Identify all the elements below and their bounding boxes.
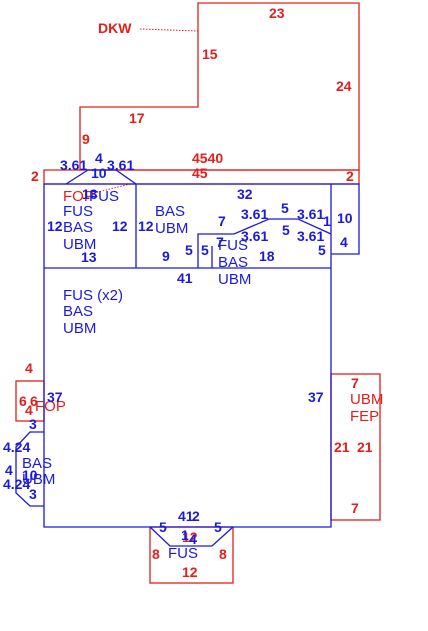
dim-12-b: 12 bbox=[138, 218, 154, 234]
ubm-label-east: UBM bbox=[350, 391, 383, 408]
dkw-leader bbox=[139, 28, 199, 32]
dim-left-2: 2 bbox=[31, 168, 39, 184]
dim-5-s2: 5 bbox=[214, 519, 222, 535]
dim-4-24-a: 4.24 bbox=[3, 439, 30, 455]
dkw-label: DKW bbox=[98, 20, 132, 36]
dim-5-d1: 5 bbox=[185, 242, 193, 258]
fep-label-east: FEP bbox=[350, 408, 379, 425]
dim-45: 45 bbox=[192, 165, 208, 181]
ubm-label-main: UBM bbox=[63, 320, 96, 337]
dim-south-12-bottom: 12 bbox=[182, 564, 198, 580]
dim-4-c: 4 bbox=[340, 234, 348, 250]
dim-9: 9 bbox=[162, 248, 170, 264]
dim-3-61-d: 3.61 bbox=[297, 206, 324, 222]
dim-7-c: 7 bbox=[218, 213, 226, 229]
dim-1-c: 1 bbox=[323, 213, 331, 229]
ubm-label-west: UBM bbox=[22, 471, 55, 488]
ubm-label-c: UBM bbox=[218, 271, 251, 288]
dim-right-24: 24 bbox=[336, 78, 352, 94]
dim-ledge-17: 17 bbox=[129, 110, 145, 126]
ubm-label-a: UBM bbox=[63, 236, 96, 253]
dim-5-c2: 5 bbox=[282, 222, 290, 238]
dim-10-c: 10 bbox=[337, 210, 353, 226]
bas-label-b: BAS bbox=[155, 203, 185, 220]
dim-5-d2: 5 bbox=[201, 242, 209, 258]
dim-west-4: 4 bbox=[25, 360, 33, 376]
dim-37-right: 37 bbox=[308, 389, 324, 405]
dim-left-15: 15 bbox=[202, 46, 218, 62]
dim-2-bottom: 2 bbox=[192, 508, 200, 524]
dim-4-w: 4 bbox=[5, 462, 13, 478]
fus-label-c: FUS bbox=[218, 237, 248, 254]
dim-3-61-a: 3.61 bbox=[60, 157, 87, 173]
dim-right-2: 2 bbox=[346, 168, 354, 184]
dim-4-s: 4 bbox=[189, 531, 197, 547]
bas-label-west: BAS bbox=[22, 455, 52, 472]
bas-label-c: BAS bbox=[218, 254, 248, 271]
dim-3-w2: 3 bbox=[29, 486, 37, 502]
south-bay-outline bbox=[149, 526, 234, 547]
dim-10-top: 10 bbox=[91, 165, 107, 181]
dim-south-8-left: 8 bbox=[152, 546, 160, 562]
dim-3-61-e: 3.61 bbox=[241, 228, 268, 244]
fop-label-west: FOP bbox=[35, 398, 66, 415]
dim-west-6b: 6 bbox=[30, 393, 38, 409]
west-bay-outline bbox=[15, 431, 44, 507]
dim-32: 32 bbox=[237, 186, 253, 202]
dim-3-61-c: 3.61 bbox=[241, 206, 268, 222]
dim-top-23: 23 bbox=[269, 5, 285, 21]
dim-5-s1: 5 bbox=[159, 519, 167, 535]
dim-east-21a: 21 bbox=[334, 439, 350, 455]
dim-41: 41 bbox=[177, 270, 193, 286]
dim-41-bottom: 41 bbox=[178, 508, 194, 524]
bas-label-main: BAS bbox=[63, 303, 93, 320]
dim-5-c1: 5 bbox=[281, 200, 289, 216]
dim-4-top: 4 bbox=[95, 150, 103, 166]
dim-1-s: 1 bbox=[181, 527, 189, 543]
dim-10-w: 10 bbox=[22, 467, 38, 483]
bay-top-a bbox=[65, 169, 137, 185]
fus-x2-label-main: FUS (x2) bbox=[63, 287, 123, 304]
dim-south-12-top: 12 bbox=[182, 529, 198, 545]
dim-east-7-bottom: 7 bbox=[351, 500, 359, 516]
section-c-outline bbox=[197, 218, 332, 268]
fus-label-a1: FUS bbox=[89, 188, 119, 205]
fop-label-top: FOP bbox=[63, 188, 94, 205]
dim-4540: 4540 bbox=[192, 150, 223, 166]
fop-leader bbox=[93, 183, 131, 194]
main-building-outline bbox=[43, 183, 332, 528]
fus-label-a2: FUS bbox=[63, 203, 93, 220]
dim-east-7-top: 7 bbox=[351, 375, 359, 391]
dim-12-a-right: 12 bbox=[112, 218, 128, 234]
dim-5-c3: 5 bbox=[318, 242, 326, 258]
dim-east-21b: 21 bbox=[357, 439, 373, 455]
dim-3-w1: 3 bbox=[29, 416, 37, 432]
dim-37-left: 37 bbox=[47, 389, 63, 405]
dim-13-top: 13 bbox=[82, 186, 98, 202]
ubm-label-b: UBM bbox=[155, 220, 188, 237]
dim-12-a-left: 12 bbox=[47, 218, 63, 234]
dim-3-61-b: 3.61 bbox=[107, 157, 134, 173]
fus-label-south: FUS bbox=[168, 545, 198, 562]
east-bump-outline bbox=[331, 183, 360, 255]
dim-18: 18 bbox=[259, 248, 275, 264]
dim-left-9: 9 bbox=[82, 131, 90, 147]
dim-west-6a: 6 bbox=[19, 393, 27, 409]
bas-label-a: BAS bbox=[63, 219, 93, 236]
dim-south-8-right: 8 bbox=[219, 546, 227, 562]
dim-3-61-f: 3.61 bbox=[297, 228, 324, 244]
dim-13-bottom: 13 bbox=[81, 249, 97, 265]
dim-7-d: 7 bbox=[216, 234, 224, 250]
dim-4-24-b: 4.24 bbox=[3, 476, 30, 492]
dim-west-4b: 4 bbox=[25, 402, 33, 418]
